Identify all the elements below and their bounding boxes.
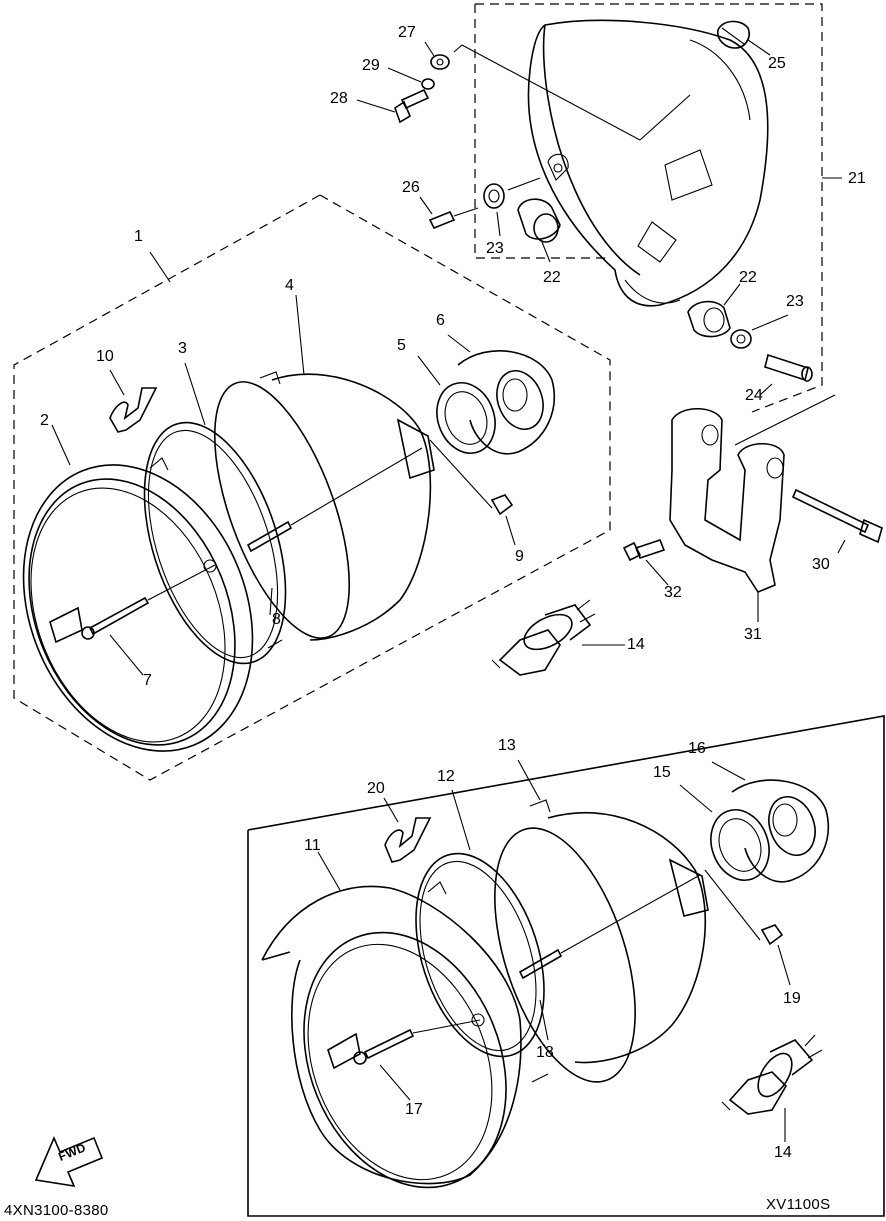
callout-31: 31 <box>744 626 762 643</box>
headlight-body-group-outline <box>474 3 842 413</box>
callout-3: 3 <box>178 340 187 357</box>
callout-6: 6 <box>436 312 445 329</box>
model-code-label: XV1100S <box>766 1196 831 1213</box>
reflector-part-13 <box>494 759 709 1083</box>
wire-clip-part-20 <box>383 797 432 863</box>
visor-rim-part-11 <box>261 851 522 1189</box>
clip-part-25 <box>716 20 771 56</box>
reflector-part-4 <box>213 294 435 649</box>
bulb-socket-cover-part-6 <box>447 334 556 455</box>
callout-16: 16 <box>688 740 706 757</box>
bulb-part-14-lower <box>721 1034 823 1142</box>
callout-1: 1 <box>134 228 143 245</box>
callout-18: 18 <box>536 1044 554 1061</box>
callout-23-left: 23 <box>486 240 504 257</box>
callout-4: 4 <box>285 277 294 294</box>
lower-assembly-outline <box>247 715 885 1217</box>
callout-27: 27 <box>398 24 416 41</box>
fasteners-27-29-28 <box>356 41 691 141</box>
headlight-body-shell <box>527 19 769 307</box>
callout-11: 11 <box>304 837 321 854</box>
callout-12: 12 <box>437 768 455 785</box>
callout-30: 30 <box>812 556 830 573</box>
callout-24: 24 <box>745 387 763 404</box>
mount-hardware-right <box>687 283 813 396</box>
callout-8: 8 <box>272 611 281 628</box>
callout-22-left: 22 <box>543 269 561 286</box>
callout-22-right: 22 <box>739 269 757 286</box>
callout-7: 7 <box>143 672 152 689</box>
bulb-socket-cover-part-16 <box>711 761 830 883</box>
adjust-screw-part-18 <box>518 874 701 1041</box>
bulb-socket-ring-part-5 <box>417 355 496 454</box>
catalog-number-label: 4XN3100-8380 <box>4 1202 109 1219</box>
callout-19: 19 <box>783 990 801 1007</box>
callout-26: 26 <box>402 179 420 196</box>
retaining-ring-part-3 <box>143 362 287 665</box>
adjuster-nut-part-19 <box>704 869 791 986</box>
callout-25: 25 <box>768 55 786 72</box>
mount-hardware-left <box>419 177 561 263</box>
bulb-socket-ring-part-15 <box>679 784 770 881</box>
callout-10: 10 <box>96 348 114 365</box>
callout-21: 21 <box>848 170 866 187</box>
bolt-part-32 <box>622 539 669 586</box>
adjust-screw-part-8 <box>246 447 423 616</box>
screw-part-7 <box>81 564 216 676</box>
callout-15: 15 <box>653 764 671 781</box>
retaining-ring-part-12 <box>415 789 545 1058</box>
adjuster-nut-part-9 <box>429 439 516 546</box>
headlight-stay-part-31 <box>669 394 836 622</box>
callout-29: 29 <box>362 57 380 74</box>
wire-clip-part-10 <box>109 369 158 433</box>
callout-13: 13 <box>498 737 516 754</box>
callout-5: 5 <box>397 337 406 354</box>
callout-23-right: 23 <box>786 293 804 310</box>
callout-9: 9 <box>515 548 524 565</box>
bolt-part-30 <box>791 488 883 554</box>
headlight-unit-group-outline <box>13 194 611 781</box>
callout-17: 17 <box>405 1101 423 1118</box>
screw-part-17 <box>353 1019 481 1101</box>
callout-14-lower: 14 <box>774 1144 792 1161</box>
bulb-part-14-upper <box>491 599 625 676</box>
fwd-arrow-icon <box>34 1135 104 1188</box>
callout-28: 28 <box>330 90 348 107</box>
headlight-rim-part-2 <box>22 424 254 752</box>
callout-14-upper: 14 <box>627 636 645 653</box>
callout-2: 2 <box>40 412 49 429</box>
callout-20: 20 <box>367 780 385 797</box>
callout-32: 32 <box>664 584 682 601</box>
